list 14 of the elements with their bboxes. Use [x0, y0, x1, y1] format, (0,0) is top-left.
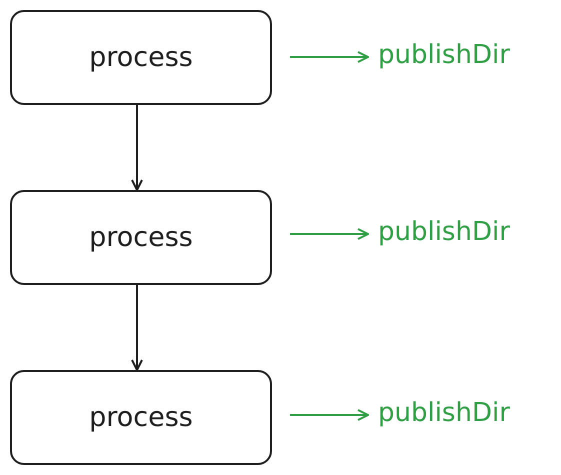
arrow [290, 51, 369, 63]
arrow [131, 105, 143, 191]
process-box [10, 190, 272, 285]
node-label: process [89, 402, 193, 433]
output-label: publishDir [378, 398, 510, 428]
arrow [290, 228, 369, 240]
node-label: process [89, 222, 193, 253]
process-box [10, 370, 272, 465]
process-box [10, 10, 272, 105]
arrow [131, 285, 143, 371]
output-label: publishDir [378, 40, 510, 70]
output-label: publishDir [378, 217, 510, 247]
arrow [290, 409, 369, 421]
node-label: process [89, 42, 193, 73]
